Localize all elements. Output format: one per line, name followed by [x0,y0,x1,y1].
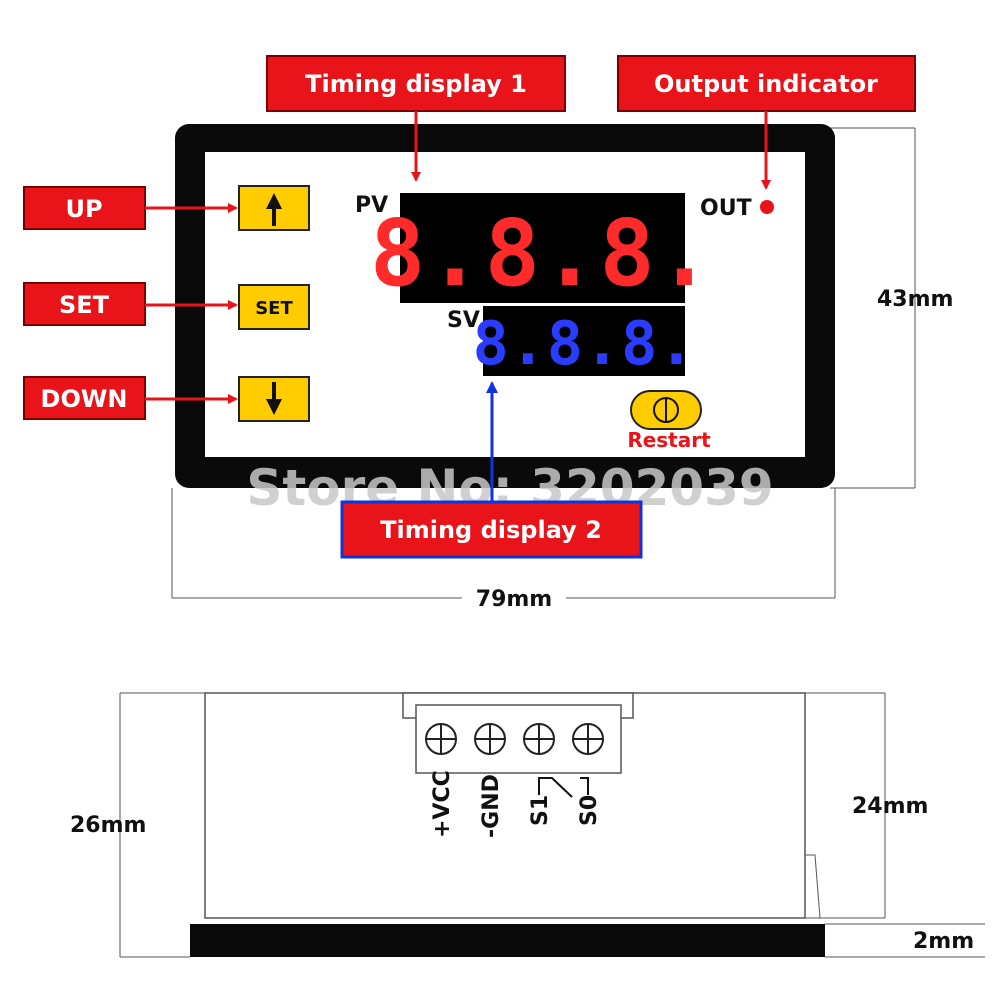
svg-text:Timing display 1: Timing display 1 [305,70,527,98]
dim-body-height: 24mm [852,794,928,819]
out-led [760,200,774,214]
pv-display [400,193,685,303]
side-bezel [190,924,825,957]
sv-display [483,306,685,376]
pv-digits: 8.8.8. [370,200,714,307]
dim-bezel-thickness: 2mm [913,929,974,954]
restart-label: Restart [627,428,711,452]
callout-down: DOWN [23,376,238,420]
terminal-label-s0: S0 [577,795,602,826]
svg-text:UP: UP [65,195,102,223]
svg-text:Timing display 2: Timing display 2 [380,516,602,544]
pv-label: PV [355,193,388,218]
up-button[interactable] [238,185,310,231]
svg-text:DOWN: DOWN [41,385,128,413]
front-view: 8.8.8. PV 8.8.8. SV OUT SET Restart [171,124,916,599]
callout-timing-display-1: Timing display 1 [266,55,566,182]
terminal-label-vcc: +VCC [430,770,455,838]
side-view: +VCC -GND S1 S0 [119,692,985,958]
screw-terminal-s1-icon [523,723,555,755]
sv-digits: 8.8.8. [473,309,696,379]
arrow-down-icon [266,382,282,415]
set-button[interactable]: SET [238,284,310,330]
screw-terminal-gnd-icon [474,723,506,755]
dim-front-height: 43mm [877,287,953,312]
switch-symbol-icon [538,777,589,798]
dim-side-height: 26mm [70,813,146,838]
terminal-label-s1: S1 [528,795,553,826]
callout-up: UP [23,186,238,230]
terminal-label-gnd: -GND [479,774,504,838]
set-button-label: SET [255,298,293,319]
restart-button[interactable] [630,390,702,430]
callout-output-indicator: Output indicator [617,55,916,190]
dim-front-width: 79mm [476,587,552,612]
screw-terminal-vcc-icon [425,723,457,755]
sv-label: SV [447,308,480,333]
callout-set: SET [23,282,238,326]
screw-terminal-s0-icon [572,723,604,755]
out-label: OUT [700,196,752,221]
callout-timing-display-2: Timing display 2 [340,381,643,559]
arrow-up-icon [266,193,282,226]
down-button[interactable] [238,376,310,422]
svg-text:Output indicator: Output indicator [654,70,878,98]
svg-text:SET: SET [59,291,110,319]
